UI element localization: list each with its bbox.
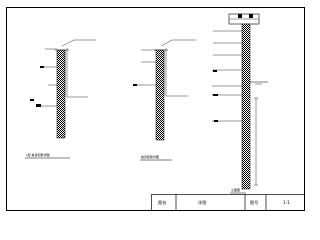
pile-shaft-left [56, 49, 66, 139]
pile-shaft-middle [155, 49, 165, 141]
title-block-value-number: 1-1 [283, 200, 290, 205]
caption-middle: 桩身配筋详图 [141, 154, 159, 159]
title-block: 图名 详图 图号 1-1 [151, 194, 305, 211]
elevation-right [212, 13, 268, 190]
caption-left: L型 桩身配筋详图 [26, 152, 50, 157]
title-block-label-name: 图名 [158, 199, 166, 206]
title-block-label-number: 图号 [250, 200, 258, 206]
title-block-value-name: 详图 [198, 199, 206, 206]
pile-detail-left [30, 39, 96, 139]
drawing-sheet: L型 桩身配筋详图 桩身配筋详图 [6, 7, 305, 211]
caption-right: 立面图 [231, 187, 240, 192]
sheet-border [6, 7, 305, 211]
pile-shaft-elevation [241, 23, 251, 190]
pile-detail-middle [133, 39, 196, 141]
